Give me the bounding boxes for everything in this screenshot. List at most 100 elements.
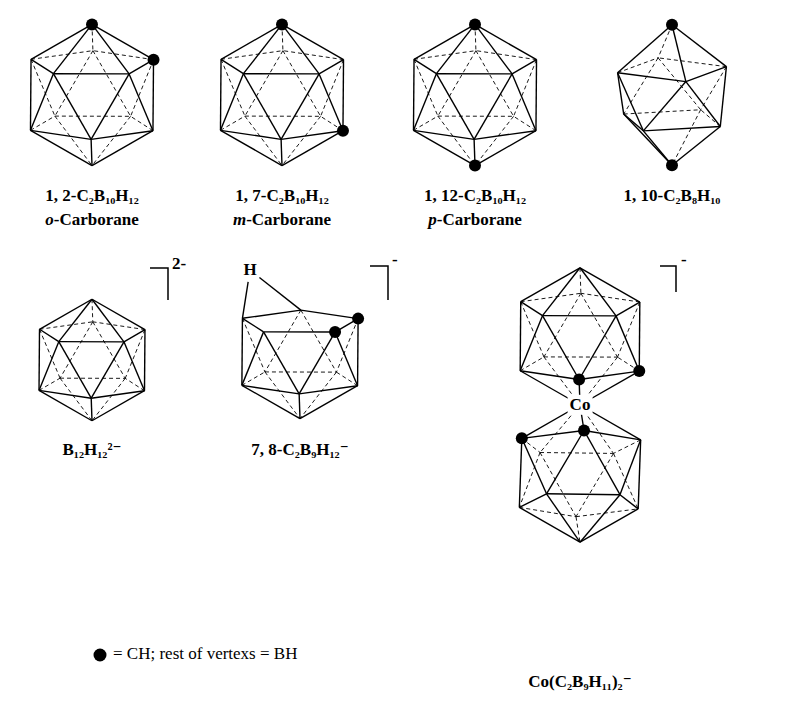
cage-edge bbox=[242, 318, 265, 372]
ch-vertex bbox=[148, 54, 160, 66]
cage-edge bbox=[243, 73, 319, 75]
atom-label: Co bbox=[568, 395, 593, 415]
cage-edge bbox=[31, 59, 53, 73]
cage-edge bbox=[474, 131, 536, 140]
cage-edge bbox=[60, 378, 125, 379]
cage-edge bbox=[672, 110, 701, 166]
charge-bracket bbox=[150, 268, 168, 300]
cage-edge bbox=[542, 268, 580, 316]
cage-edge bbox=[547, 494, 580, 542]
cage-edge bbox=[264, 331, 335, 333]
cage-edge bbox=[53, 24, 92, 73]
cage-edge bbox=[220, 130, 282, 165]
cage-edge bbox=[93, 51, 131, 117]
charge-bracket bbox=[370, 266, 388, 300]
cage-edge bbox=[616, 302, 640, 316]
cage-edge bbox=[299, 386, 357, 394]
cage-edge bbox=[243, 74, 281, 140]
cage-edge bbox=[319, 74, 343, 131]
cage-edge bbox=[521, 293, 581, 301]
nido-carborane-cage bbox=[242, 277, 364, 418]
closo-c2b8-cage bbox=[618, 19, 727, 172]
cage-edge bbox=[658, 58, 701, 110]
cage-edge bbox=[31, 59, 55, 116]
cage-edge bbox=[38, 329, 40, 390]
cage-edge bbox=[547, 431, 584, 494]
cage-edge bbox=[265, 371, 336, 372]
cage-edge bbox=[220, 59, 222, 130]
cage-edge bbox=[522, 438, 547, 493]
bridging-bond bbox=[259, 277, 300, 310]
cage-edge bbox=[342, 60, 344, 131]
cage-edge bbox=[618, 302, 640, 357]
cage-edge bbox=[584, 431, 641, 440]
cage-edge bbox=[283, 51, 321, 117]
cage-edge bbox=[92, 131, 153, 166]
cage-edge bbox=[438, 116, 514, 117]
cage-edge bbox=[436, 74, 474, 140]
cage-edge bbox=[300, 386, 358, 419]
cage-edge bbox=[220, 116, 244, 130]
cage-edge bbox=[129, 74, 153, 131]
cage-edge bbox=[475, 24, 512, 73]
cage-edge bbox=[282, 131, 343, 166]
cage-edge bbox=[281, 74, 319, 139]
cage-edge bbox=[512, 74, 536, 131]
cage-edge bbox=[91, 398, 93, 421]
cage-edge bbox=[55, 116, 92, 165]
cage-edge bbox=[92, 378, 125, 420]
cage-edge bbox=[474, 74, 512, 139]
ch-vertex bbox=[573, 374, 585, 386]
cage-edge bbox=[39, 342, 59, 391]
cage-edge bbox=[55, 116, 131, 117]
cage-edge bbox=[624, 58, 658, 114]
cage-edge bbox=[60, 378, 92, 421]
ch-vertex bbox=[352, 313, 364, 325]
cage-edge bbox=[40, 329, 59, 341]
cage-edge bbox=[519, 494, 546, 508]
cage-edge bbox=[91, 391, 144, 398]
cage-edge bbox=[242, 332, 264, 386]
cage-edge bbox=[413, 130, 475, 165]
cage-edge bbox=[152, 60, 154, 131]
cage-edge bbox=[521, 302, 543, 316]
charge-label: 2- bbox=[172, 254, 186, 274]
cage-edge bbox=[39, 390, 92, 420]
ch-vertex bbox=[86, 18, 98, 30]
cage-edge bbox=[522, 431, 584, 439]
cage-edge bbox=[242, 318, 263, 332]
cage-edge bbox=[438, 51, 476, 116]
cage-edge bbox=[221, 51, 283, 60]
cage-edge bbox=[514, 60, 537, 117]
cage-edge bbox=[672, 25, 686, 82]
cage-edge bbox=[414, 24, 475, 59]
cage-edge bbox=[242, 385, 300, 418]
cage-edge bbox=[686, 82, 720, 127]
cage-edge bbox=[547, 493, 620, 495]
cage-edge bbox=[475, 116, 514, 165]
cage-edge bbox=[91, 74, 129, 139]
cage-edge bbox=[243, 24, 282, 73]
ch-vertex bbox=[329, 326, 341, 338]
cage-edge bbox=[321, 60, 344, 117]
ch-vertex bbox=[666, 19, 678, 31]
cage-edge bbox=[245, 51, 283, 116]
cage-edge bbox=[413, 116, 437, 130]
cage-edge bbox=[643, 82, 686, 131]
cage-edge bbox=[475, 24, 537, 59]
cage-edge bbox=[519, 438, 521, 507]
cage-edge bbox=[241, 318, 243, 385]
cage-edge bbox=[92, 24, 129, 73]
cage-edge bbox=[580, 268, 640, 302]
cage-edge bbox=[30, 130, 92, 165]
cage-edge bbox=[221, 24, 282, 59]
cage-edge bbox=[413, 59, 415, 130]
cage-edge bbox=[298, 394, 300, 419]
cage-edge bbox=[265, 310, 301, 372]
cage-edge bbox=[55, 51, 93, 116]
cage-edge bbox=[535, 60, 537, 131]
name-label: m-Carborane bbox=[233, 210, 331, 230]
cage-edge bbox=[30, 74, 53, 131]
cage-edge bbox=[301, 310, 337, 372]
